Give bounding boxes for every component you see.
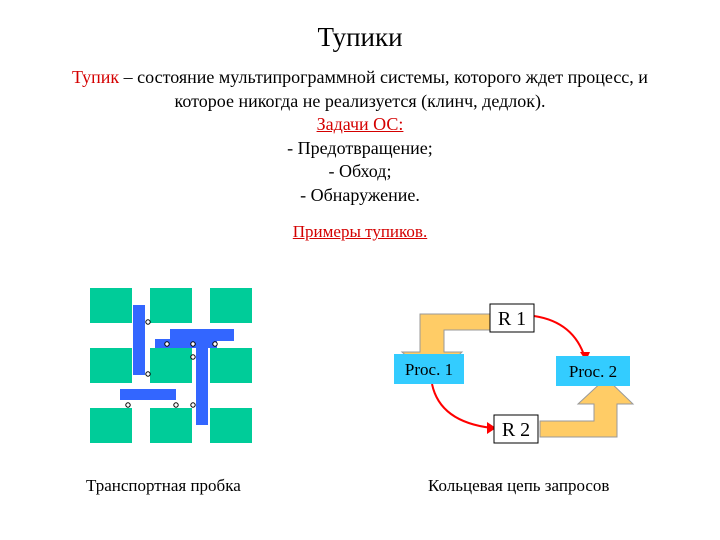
wheel: [191, 355, 195, 359]
traffic-jam-caption: Транспортная пробка: [86, 476, 241, 496]
wheel: [191, 403, 195, 407]
wheel: [165, 342, 169, 346]
car: [133, 305, 145, 375]
car: [120, 389, 176, 400]
traffic-jam-diagram: [90, 288, 252, 443]
ring-arc-proc1-r2: [432, 384, 492, 428]
wheel: [191, 342, 195, 346]
wheel: [213, 342, 217, 346]
block: [210, 408, 252, 443]
wheel: [146, 320, 150, 324]
block: [210, 288, 252, 323]
block: [150, 348, 192, 383]
ring-diagram: R 1 R 2 Proc. 1 Proc. 2: [394, 304, 633, 443]
wheel: [174, 403, 178, 407]
block: [150, 408, 192, 443]
hold-arrow-r2: [540, 378, 633, 437]
process-2-label: Proc. 2: [569, 362, 617, 381]
block: [90, 348, 132, 383]
car: [155, 339, 217, 348]
block: [90, 408, 132, 443]
ring-arc-r1-proc2: [534, 316, 585, 358]
block: [210, 348, 252, 383]
wheel: [126, 403, 130, 407]
block: [90, 288, 132, 323]
resource-r2-label: R 2: [502, 419, 530, 441]
block: [150, 288, 192, 323]
car: [196, 347, 208, 425]
resource-r1-label: R 1: [498, 308, 526, 330]
ring-caption: Кольцевая цепь запросов: [428, 476, 609, 496]
process-1-label: Proc. 1: [405, 360, 453, 379]
wheel: [146, 372, 150, 376]
